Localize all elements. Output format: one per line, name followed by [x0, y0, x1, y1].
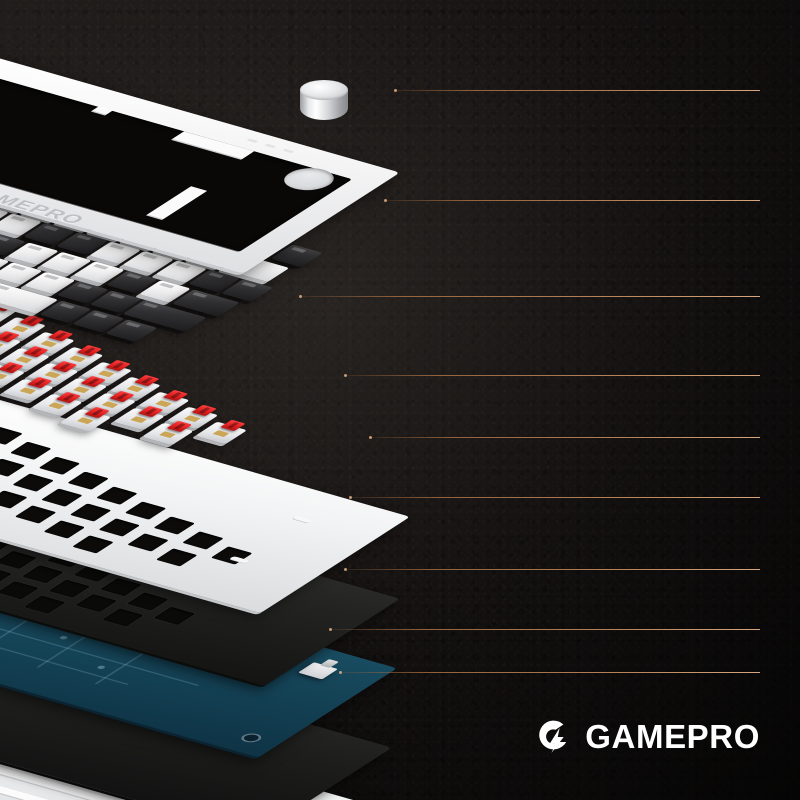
leader-anchor	[344, 568, 347, 571]
leader-line	[395, 90, 760, 91]
volume-knob-part	[300, 80, 348, 126]
brand-logo: GAMEPRO	[534, 716, 760, 756]
leader-anchor	[349, 496, 352, 499]
leader-line	[370, 437, 760, 438]
leader-anchor	[369, 436, 372, 439]
leader-line	[300, 296, 760, 297]
leader-anchor	[299, 295, 302, 298]
leader-line	[385, 200, 760, 201]
leader-line	[340, 672, 760, 673]
leader-anchor	[384, 199, 387, 202]
knob-top-face	[300, 80, 348, 100]
leader-line	[350, 497, 760, 498]
leader-anchor	[339, 671, 342, 674]
leader-line	[345, 569, 760, 570]
leader-anchor	[329, 628, 332, 631]
gamepro-g-icon	[539, 720, 567, 753]
keyboard-exploded-render: GAMEPRO	[0, 20, 500, 800]
brand-name: GAMEPRO	[585, 717, 760, 755]
leader-line	[330, 629, 760, 630]
leader-line	[345, 375, 760, 376]
leader-anchor	[344, 374, 347, 377]
leader-anchor	[394, 89, 397, 92]
